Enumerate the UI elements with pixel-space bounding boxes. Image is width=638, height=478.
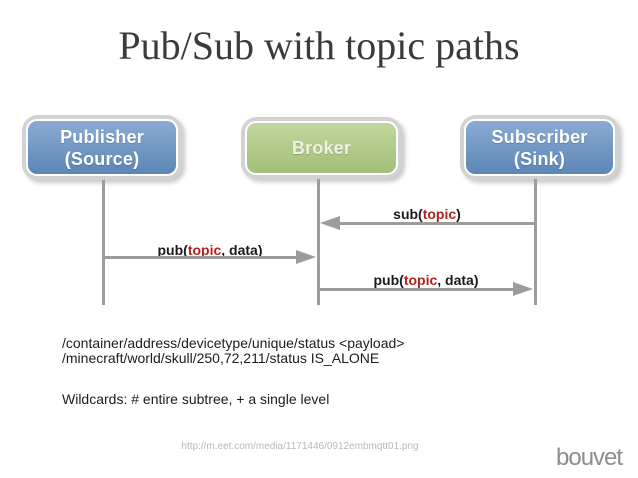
subscriber-node-fill: Subscriber (Sink) <box>464 119 615 176</box>
publisher-lifeline <box>102 180 105 305</box>
pub-in-label: pub(topic, data) <box>110 242 310 258</box>
topic-example-line2: /minecraft/world/skull/250,72,211/status… <box>62 350 380 366</box>
broker-node: Broker <box>241 117 402 179</box>
image-source-url: http://m.eet.com/media/1171446/0912embmq… <box>181 441 419 452</box>
arrowhead-left-icon <box>320 216 340 230</box>
broker-node-fill: Broker <box>245 121 398 175</box>
sub-label-pre: sub( <box>393 206 423 222</box>
pub-out-label-post: , data) <box>437 272 479 288</box>
sub-topic-label: sub(topic) <box>327 206 527 222</box>
arrowhead-right-icon <box>513 282 533 296</box>
pub-in-label-pre: pub( <box>157 242 188 258</box>
subscriber-label-line2: (Sink) <box>513 148 566 169</box>
publisher-label-line2: (Source) <box>64 148 140 169</box>
sub-arrow-line <box>338 222 535 225</box>
arrowhead-right-icon <box>296 250 316 264</box>
broker-lifeline <box>317 179 320 305</box>
bouvet-logo: bouvet <box>556 444 623 471</box>
pub-out-label: pub(topic, data) <box>326 272 526 288</box>
subscriber-node: Subscriber (Sink) <box>460 115 619 180</box>
wildcards-note: Wildcards: # entire subtree, + a single … <box>62 391 330 407</box>
sub-label-post: ) <box>456 206 461 222</box>
sub-label-topic: topic <box>422 206 457 222</box>
pub-in-label-topic: topic <box>187 242 222 258</box>
subscriber-label-line1: Subscriber <box>491 126 588 147</box>
pub-in-label-post: , data) <box>221 242 263 258</box>
slide-title: Pub/Sub with topic paths <box>118 23 520 68</box>
publisher-node-fill: Publisher (Source) <box>26 119 178 176</box>
pub-out-label-topic: topic <box>403 272 438 288</box>
pub-in-arrow-line <box>104 256 298 259</box>
topic-example-line1: /container/address/devicetype/unique/sta… <box>62 335 405 351</box>
subscriber-lifeline <box>534 179 537 305</box>
pub-out-label-pre: pub( <box>373 272 404 288</box>
topic-examples: /container/address/devicetype/unique/sta… <box>62 336 404 366</box>
pub-out-arrow-line <box>320 288 514 291</box>
broker-label: Broker <box>291 138 352 158</box>
publisher-node: Publisher (Source) <box>22 115 182 180</box>
publisher-label-line1: Publisher <box>60 126 144 147</box>
